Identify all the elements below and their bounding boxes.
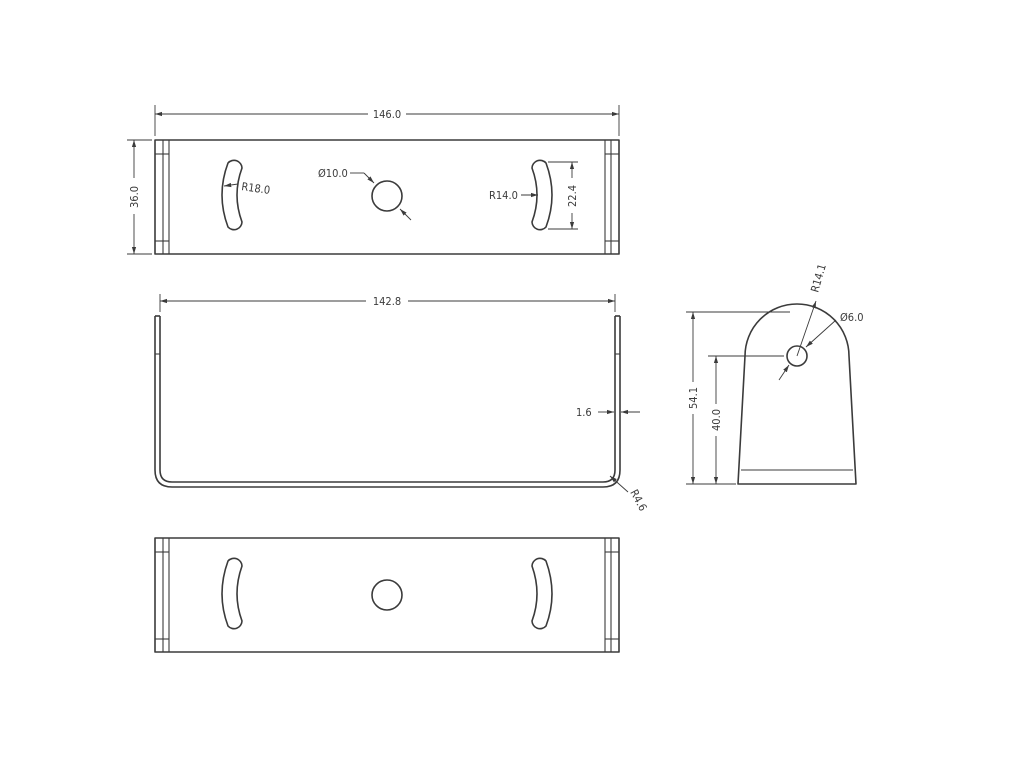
bottom-view-right-slot bbox=[531, 557, 553, 630]
dim-center-hole: Ø10.0 bbox=[318, 167, 412, 221]
dim-slot-length-label: 22.4 bbox=[566, 185, 579, 207]
dim-bend-radius: R4.6 bbox=[609, 475, 649, 513]
dim-end-radius: R14.1 bbox=[796, 262, 829, 357]
dim-side-inner-width-label: 142.8 bbox=[373, 295, 401, 308]
dim-center-hole-label: Ø10.0 bbox=[318, 167, 348, 180]
end-view-hole bbox=[786, 345, 808, 367]
front-view-inner-profile bbox=[159, 316, 616, 483]
dim-end-radius-label: R14.1 bbox=[808, 262, 828, 293]
dim-bend-radius-label: R4.6 bbox=[627, 487, 649, 513]
dim-top-width: 146.0 bbox=[154, 105, 620, 136]
dim-side-inner-width: 142.8 bbox=[159, 294, 616, 312]
end-view-outline bbox=[737, 303, 857, 485]
bottom-view-center-hole bbox=[371, 579, 403, 611]
dim-wall-thickness-label: 1.6 bbox=[576, 406, 592, 419]
dim-top-width-label: 146.0 bbox=[373, 108, 401, 121]
dim-end-total-height-label: 54.1 bbox=[687, 387, 700, 409]
dim-end-hole-height: 40.0 bbox=[708, 355, 784, 484]
dim-end-hole-label: Ø6.0 bbox=[840, 311, 864, 324]
top-view-right-slot bbox=[531, 159, 553, 231]
front-view-outer-profile bbox=[154, 316, 621, 488]
top-view-left-slot bbox=[221, 159, 243, 231]
dim-end-hole-height-label: 40.0 bbox=[710, 409, 723, 431]
dim-end-hole: Ø6.0 bbox=[778, 311, 864, 381]
top-view bbox=[154, 139, 620, 255]
bottom-view-left-slot bbox=[221, 557, 243, 630]
top-view-center-hole bbox=[371, 180, 403, 212]
dim-right-slot-radius: R14.0 bbox=[489, 189, 538, 202]
dim-top-height: 36.0 bbox=[127, 139, 152, 255]
dim-wall-thickness: 1.6 bbox=[576, 406, 640, 419]
top-view-outline bbox=[154, 139, 620, 255]
front-view bbox=[154, 315, 621, 488]
dim-left-slot-radius-label: R18.0 bbox=[241, 180, 271, 197]
end-view bbox=[737, 303, 857, 485]
dim-slot-length: 22.4 bbox=[548, 161, 579, 230]
bottom-view bbox=[154, 537, 620, 653]
bottom-view-outline bbox=[154, 537, 620, 653]
dim-right-slot-radius-label: R14.0 bbox=[489, 189, 518, 202]
dim-top-height-label: 36.0 bbox=[128, 186, 141, 208]
dim-left-slot-radius: R18.0 bbox=[223, 180, 271, 197]
dim-end-total-height: 54.1 bbox=[686, 311, 790, 485]
